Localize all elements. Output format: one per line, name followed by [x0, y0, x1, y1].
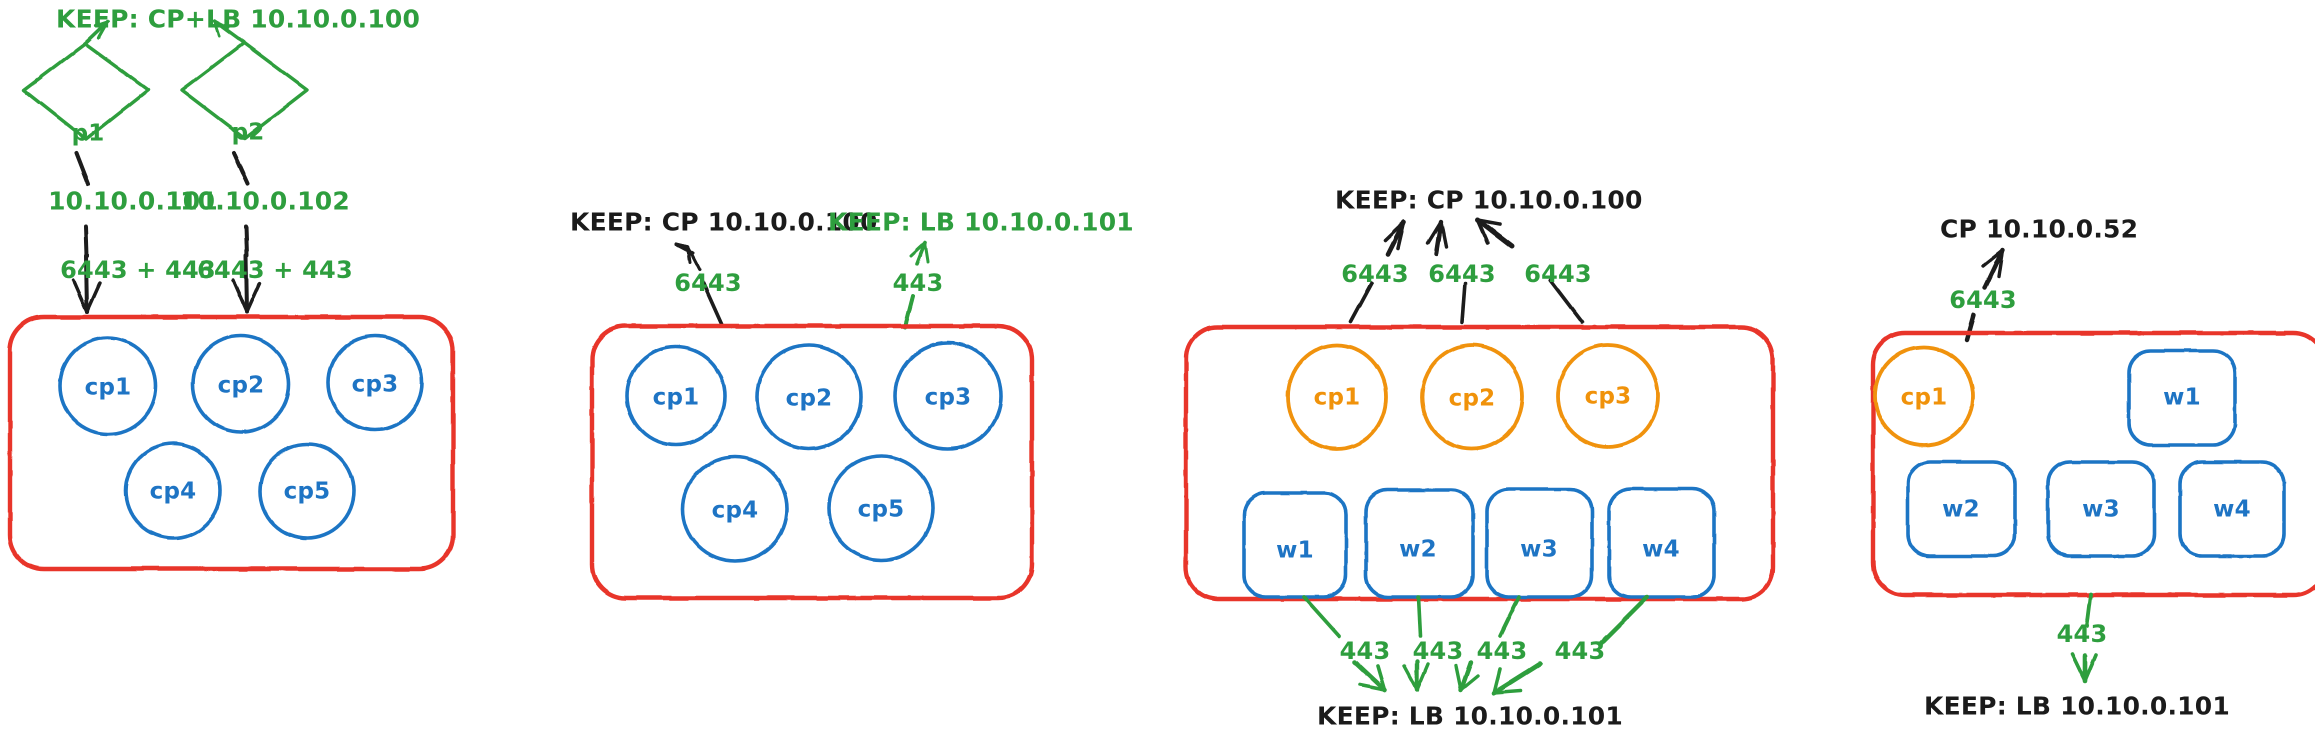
diamond-p2-ip: 10.10.0.102 [180, 186, 350, 216]
cluster-box-2 [589, 323, 1035, 601]
node-label-w2: w2 [1399, 536, 1437, 563]
node-label-w4: w4 [1642, 536, 1680, 563]
arrow-lb-443-b [1402, 595, 1430, 693]
node-circle [625, 345, 727, 447]
node-label-cp1: cp1 [652, 384, 700, 411]
node-circle [326, 334, 424, 432]
node-circle [124, 442, 222, 540]
node-label-w2: w2 [1942, 496, 1980, 523]
panel3-port-6443-b: 6443 [1428, 260, 1496, 288]
panel-1-graphics [7, 19, 456, 572]
diamond-p1-label: p1 [71, 120, 105, 147]
panel3-cp-label: KEEP: CP 10.10.0.100 [1335, 185, 1643, 215]
node-circle [58, 336, 158, 436]
node-circle [755, 343, 863, 451]
node-circle [681, 455, 789, 563]
node-circle [893, 341, 1003, 451]
panel2-lb-label: KEEP: LB 10.10.0.101 [828, 207, 1134, 237]
arrow-lb-443-p4 [2070, 592, 2098, 684]
node-square [2127, 349, 2237, 447]
arrow-cp-6443-p4 [1964, 247, 2006, 343]
node-square [2046, 460, 2156, 558]
panel-3-graphics [1183, 217, 1776, 696]
node-circle [1420, 343, 1524, 451]
panel3-port-443-a: 443 [1339, 637, 1391, 665]
diamond-p2 [180, 41, 309, 140]
node-label-cp3: cp3 [924, 384, 972, 411]
node-label-cp2: cp2 [1448, 385, 1496, 412]
node-label-cp2: cp2 [217, 372, 265, 399]
arrow-p1-to-vip [83, 20, 110, 46]
arrow-lb-443-d [1491, 594, 1650, 696]
node-label-cp5: cp5 [283, 478, 331, 505]
cluster-box-4 [1870, 330, 2315, 598]
node-label-cp5: cp5 [857, 496, 905, 523]
panel2-cp-label: KEEP: CP 10.10.0.100 [570, 207, 878, 237]
panel4-port-6443: 6443 [1949, 286, 2017, 314]
node-square [1485, 487, 1594, 599]
arrow-lb-443 [903, 241, 930, 329]
cluster-box-1 [7, 314, 456, 572]
arrow-cp-6443-a [1349, 219, 1407, 324]
arrow-p2-to-vip [212, 19, 246, 45]
node-label-cp3: cp3 [1584, 383, 1632, 410]
node-label-cp1: cp1 [1900, 384, 1948, 411]
node-label-cp1: cp1 [1313, 384, 1361, 411]
panel2-port-6443: 6443 [674, 269, 742, 297]
node-circle [1873, 345, 1975, 447]
panel4-lb-label: KEEP: LB 10.10.0.101 [1924, 691, 2230, 721]
node-label-w1: w1 [1276, 537, 1314, 564]
node-label-w3: w3 [2082, 496, 2120, 523]
node-label-cp3: cp3 [351, 371, 399, 398]
arrow-lb-443-a [1302, 595, 1388, 693]
arrow-p2-to-cluster [231, 151, 262, 314]
node-label-cp2: cp2 [785, 385, 833, 412]
panel1-port-label-p1: 6443 + 443 [60, 256, 216, 284]
panel3-port-443-b: 443 [1412, 637, 1464, 665]
panel-4-graphics [1870, 247, 2315, 684]
panel4-port-443: 443 [2056, 620, 2108, 648]
node-circle [258, 442, 356, 540]
node-circle [1556, 343, 1660, 449]
node-square [1607, 487, 1716, 599]
panel3-port-6443-a: 6443 [1341, 260, 1409, 288]
panel1-port-label-p2: 6443 + 443 [197, 256, 353, 284]
cluster-box-3 [1183, 324, 1776, 602]
diamond-p1-ip: 10.10.0.101 [48, 186, 218, 216]
panel3-port-6443-c: 6443 [1524, 260, 1592, 288]
panel3-port-443-d: 443 [1554, 637, 1606, 665]
arrow-lb-443-c [1454, 595, 1521, 693]
node-square [1906, 460, 2017, 558]
panel1-vip-label: KEEP: CP+LB 10.10.0.100 [56, 4, 421, 34]
diamond-p1 [22, 42, 150, 141]
node-circle [1286, 343, 1388, 451]
node-label-w3: w3 [1520, 536, 1558, 563]
panel3-lb-label: KEEP: LB 10.10.0.101 [1317, 701, 1623, 731]
node-label-cp4: cp4 [711, 497, 759, 524]
panel-2-graphics [589, 241, 1035, 601]
node-square [1242, 491, 1348, 599]
arrow-cp-6443 [674, 242, 724, 327]
panel4-cp-label: CP 10.10.0.52 [1940, 214, 2139, 244]
node-label-w4: w4 [2213, 496, 2251, 523]
node-label-w1: w1 [2163, 384, 2201, 411]
diamond-p2-label: p2 [231, 119, 265, 146]
panel2-port-443: 443 [892, 269, 944, 297]
node-circle [191, 334, 291, 434]
panel3-port-443-c: 443 [1476, 637, 1528, 665]
node-square [2178, 460, 2286, 558]
arrow-cp-6443-c [1475, 217, 1584, 324]
node-label-cp4: cp4 [149, 478, 197, 505]
arrow-cp-6443-b [1426, 219, 1467, 324]
node-label-cp1: cp1 [84, 374, 132, 401]
arrow-p1-to-cluster [71, 151, 102, 314]
node-circle [827, 454, 935, 562]
